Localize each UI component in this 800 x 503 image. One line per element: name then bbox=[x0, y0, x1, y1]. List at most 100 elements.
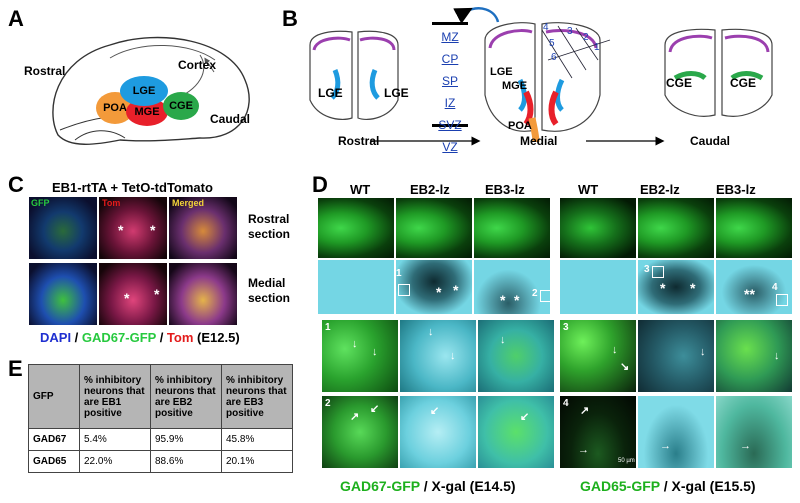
asterisk-c4: * bbox=[154, 286, 160, 302]
arrow-z4b: → bbox=[578, 444, 589, 456]
zoom-4-xgal bbox=[638, 396, 714, 468]
c-rostral-gfp bbox=[29, 197, 97, 259]
box-number-2: 2 bbox=[532, 288, 538, 299]
d-left-header-eb2: EB2-lz bbox=[410, 182, 450, 197]
asterisk-c1: * bbox=[118, 222, 124, 238]
box-number-3: 3 bbox=[644, 264, 650, 275]
arrow-z1a: ↓ bbox=[352, 338, 358, 350]
cortical-layers-list: MZ CP SP IZ SVZ VZ bbox=[432, 26, 468, 158]
d-e14-eb2-gfp bbox=[396, 198, 472, 258]
zoom-3-gfp bbox=[560, 320, 636, 392]
table-header-eb3: % inhibitory neurons that are EB3 positi… bbox=[221, 364, 293, 429]
panel-label-a: A bbox=[8, 6, 24, 31]
lge-label-medial: LGE bbox=[490, 66, 513, 78]
d-e15-eb2-gfp bbox=[638, 198, 714, 258]
legend-gad67: GAD67-GFP bbox=[81, 330, 157, 345]
arrow-z2d: ↙ bbox=[520, 411, 530, 423]
d-left-caption-gfp: GAD67-GFP bbox=[340, 478, 420, 494]
rostral-label-a: Rostral bbox=[24, 64, 66, 78]
table-row: GAD67 5.4% 95.9% 45.8% bbox=[28, 428, 293, 451]
box-number-4: 4 bbox=[772, 282, 778, 293]
layer-cp: CP bbox=[441, 52, 459, 66]
d-left-header-eb3: EB3-lz bbox=[485, 182, 525, 197]
panel-c-legend: DAPI / GAD67-GFP / Tom (E12.5) bbox=[40, 330, 240, 345]
layer-vz: VZ bbox=[442, 140, 458, 154]
zoom-2-xgal bbox=[400, 396, 476, 468]
table-cell: 95.9% bbox=[150, 428, 222, 451]
d-e15-wt-gfp bbox=[560, 198, 636, 258]
rostral-section-line1: Rostral bbox=[248, 212, 290, 226]
d-e14-eb3-xgal bbox=[474, 260, 550, 314]
arrow-z3b: ↘ bbox=[620, 361, 630, 373]
d-e14-eb2-xgal bbox=[396, 260, 472, 314]
asterisk-d1: * bbox=[436, 284, 442, 300]
zoom-number-4: 4 bbox=[563, 398, 569, 409]
box-number-1: 1 bbox=[396, 268, 402, 279]
poa-label-a: POA bbox=[103, 102, 127, 114]
rostral-section-label: Rostral section bbox=[248, 212, 290, 242]
table-cell: GAD67 bbox=[28, 428, 80, 451]
poa-label-medial: POA bbox=[508, 120, 532, 132]
caudal-label-a: Caudal bbox=[210, 112, 251, 126]
arrow-z4c: → bbox=[660, 440, 671, 452]
arrow-z4a: ↗ bbox=[580, 405, 590, 417]
c-medial-tom bbox=[99, 263, 167, 325]
arrow-z3d: ↓ bbox=[774, 350, 780, 362]
arrow-z1b: ↓ bbox=[372, 346, 378, 358]
section-schematics-b bbox=[309, 7, 773, 146]
d-right-header-eb2: EB2-lz bbox=[640, 182, 680, 197]
table-cell: 88.6% bbox=[150, 450, 222, 473]
zoom-4-merged bbox=[716, 396, 792, 468]
layer-mz: MZ bbox=[441, 30, 459, 44]
lge-label-b1: LGE bbox=[318, 86, 343, 100]
arrow-z1e: ↓ bbox=[500, 334, 506, 346]
scale-bar-label: 50 µm bbox=[618, 458, 635, 464]
layer-svz: SVZ bbox=[438, 118, 462, 132]
table-header-gfp: GFP bbox=[28, 364, 80, 429]
medial-number-1: 1 bbox=[594, 42, 600, 53]
cge-label-b1: CGE bbox=[666, 76, 693, 90]
medial-number-4: 4 bbox=[543, 22, 549, 33]
arrow-z3a: ↓ bbox=[612, 344, 618, 356]
medial-section-line1: Medial bbox=[248, 276, 286, 290]
d-e14-wt-xgal bbox=[318, 260, 394, 314]
box-marker-1 bbox=[398, 284, 410, 296]
arrow-z2c: ↙ bbox=[430, 405, 440, 417]
arrow-z1d: ↓ bbox=[450, 350, 456, 362]
merged-channel-label: Merged bbox=[172, 198, 205, 208]
d-right-caption-rest: / X-gal (E15.5) bbox=[659, 478, 756, 494]
layer-sp: SP bbox=[441, 74, 458, 88]
medial-number-6: 6 bbox=[551, 52, 557, 63]
medial-number-5: 5 bbox=[549, 38, 555, 49]
table-cell: 20.1% bbox=[221, 450, 293, 473]
panel-label-b: B bbox=[282, 6, 298, 31]
zoom-1-merged bbox=[478, 320, 554, 392]
legend-dapi: DAPI bbox=[40, 330, 72, 345]
c-rostral-tom bbox=[99, 197, 167, 259]
cge-label-a: CGE bbox=[169, 100, 193, 112]
arrow-z4d: → bbox=[740, 440, 751, 452]
medial-number-2: 2 bbox=[583, 32, 589, 43]
asterisk-d2: * bbox=[453, 282, 459, 298]
arrow-z3c: ↓ bbox=[700, 346, 706, 358]
d-e14-eb3-gfp bbox=[474, 198, 550, 258]
d-left-caption: GAD67-GFP / X-gal (E14.5) bbox=[340, 478, 516, 494]
medial-number-3: 3 bbox=[567, 26, 573, 37]
d-right-caption: GAD65-GFP / X-gal (E15.5) bbox=[580, 478, 756, 494]
cortex-label: Cortex bbox=[178, 58, 217, 72]
zoom-number-2: 2 bbox=[325, 398, 331, 409]
c-medial-gfp bbox=[29, 263, 97, 325]
legend-sep1: / bbox=[71, 330, 82, 345]
box-marker-4 bbox=[776, 294, 788, 306]
layer-iz: IZ bbox=[444, 96, 456, 110]
caudal-label-b: Caudal bbox=[690, 134, 731, 148]
panel-label-d: D bbox=[312, 172, 328, 197]
zoom-2-merged bbox=[478, 396, 554, 468]
d-e15-eb3-gfp bbox=[716, 198, 792, 258]
box-marker-3 bbox=[652, 266, 664, 278]
tom-channel-label: Tom bbox=[102, 198, 121, 208]
d-e14-wt-gfp bbox=[318, 198, 394, 258]
asterisk-d6: * bbox=[690, 280, 696, 296]
zoom-3-merged bbox=[716, 320, 792, 392]
zoom-number-1: 1 bbox=[325, 322, 331, 333]
